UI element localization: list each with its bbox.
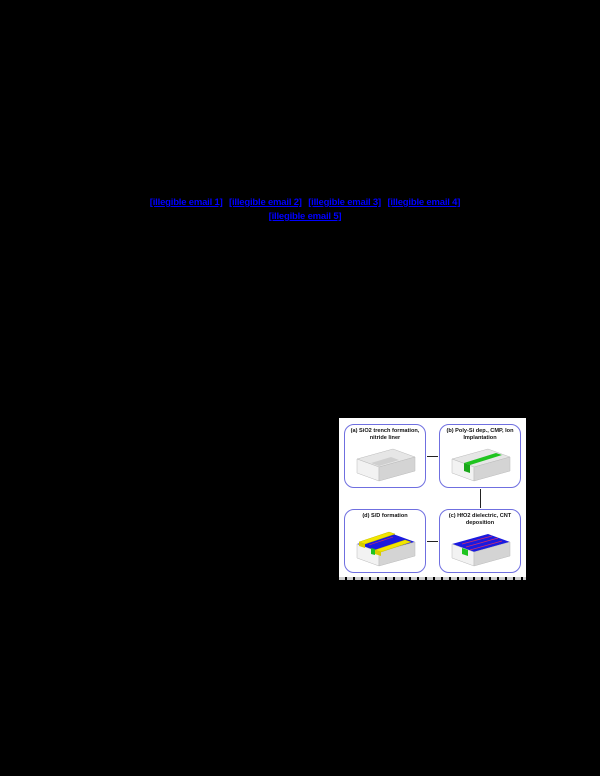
panel-a-caption: (a) SiO2 trench formation, nitride liner <box>350 428 420 441</box>
panel-d: (d) S/D formation <box>344 509 426 573</box>
panel-b-caption: (b) Poly-Si dep., CMP, Ion Implantation <box>446 428 514 441</box>
arrow-b-to-c <box>480 489 481 508</box>
panel-c-caption: (c) HfO2 dielectric, CNT deposition <box>448 513 512 526</box>
author-emails: [illegible email 1] [illegible email 2] … <box>90 196 520 224</box>
email-link[interactable]: [illegible email 3] <box>308 197 381 208</box>
panel-a: (a) SiO2 trench formation, nitride liner <box>344 424 426 488</box>
arrow-c-to-d <box>427 541 438 542</box>
process-flow-figure: (a) SiO2 trench formation, nitride liner… <box>339 418 526 577</box>
cnt-deposition-structure-icon <box>451 534 511 567</box>
arrow-a-to-b <box>427 456 438 457</box>
source-drain-structure-icon <box>356 531 416 567</box>
email-link[interactable]: [illegible email 4] <box>387 197 461 208</box>
panel-c: (c) HfO2 dielectric, CNT deposition <box>439 509 521 573</box>
trench-structure-icon <box>356 448 416 482</box>
panel-b: (b) Poly-Si dep., CMP, Ion Implantation <box>439 424 521 488</box>
email-link[interactable]: [illegible email 2] <box>229 197 302 208</box>
figure-caption-fragment <box>339 577 526 580</box>
email-link[interactable]: [illegible email 1] <box>149 197 223 208</box>
email-link[interactable]: [illegible email 5] <box>268 211 342 222</box>
emails-line-2: [illegible email 5] <box>90 210 520 224</box>
emails-line-1: [illegible email 1] [illegible email 2] … <box>90 196 520 210</box>
poly-si-structure-icon <box>451 448 511 482</box>
panel-d-caption: (d) S/D formation <box>362 513 408 519</box>
